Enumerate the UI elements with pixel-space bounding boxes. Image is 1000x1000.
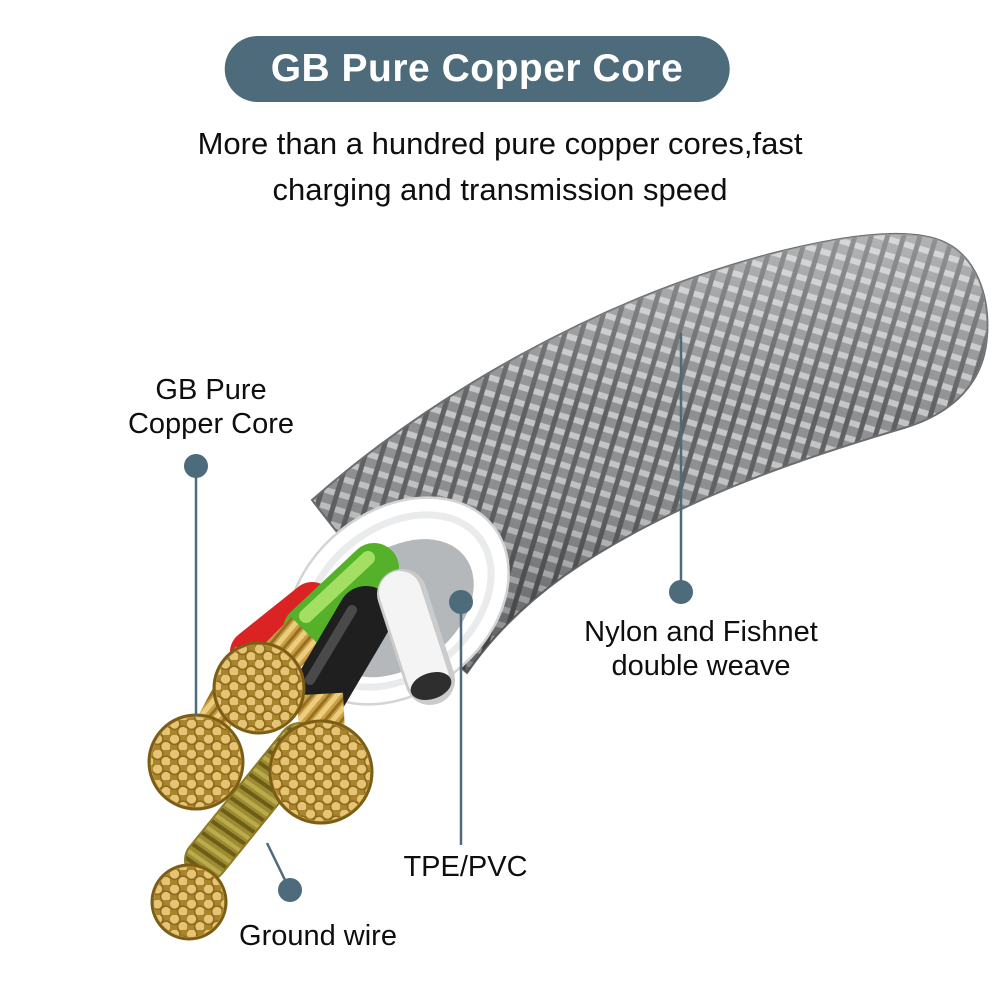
weave-label-line-2: double weave [611, 650, 791, 682]
green-wire [283, 543, 399, 655]
tpe-callout-dot [449, 590, 473, 614]
inner-wires [147, 543, 455, 941]
copper-bundle-green [212, 641, 306, 735]
green-wire-highlight [299, 551, 375, 623]
black-wire [292, 586, 394, 720]
subtitle-line-2: charging and transmission speed [272, 172, 728, 207]
copper-bundle-red [147, 713, 245, 811]
white-wire-end [410, 672, 452, 700]
ground-wire-label-text: Ground wire [239, 920, 397, 952]
banner-title: GB Pure Copper Core [270, 47, 684, 90]
subtitle: More than a hundred pure copper cores,fa… [0, 121, 1000, 213]
title-banner: GB Pure Copper Core [224, 36, 730, 102]
copper-core-label-line-2: Copper Core [127, 408, 295, 440]
weave-callout-dot [669, 580, 693, 604]
white-wire [379, 571, 449, 699]
ground-wire-label: Ground wire [213, 919, 423, 953]
black-wire-highlight [305, 605, 357, 685]
tpe-label: TPE/PVC [383, 850, 548, 884]
weave-label: Nylon and Fishnet double weave [553, 615, 849, 683]
copper-core-label-line-1: GB Pure [155, 374, 267, 406]
ground-callout-line [265, 842, 287, 881]
subtitle-line-1: More than a hundred pure copper cores,fa… [197, 126, 803, 161]
copper-core-label: GB Pure Copper Core [96, 373, 326, 441]
ground-callout-dot [278, 878, 302, 902]
tpe-label-text: TPE/PVC [403, 851, 528, 883]
copper-bundle-ground [150, 863, 228, 941]
copper-core-callout-dot [184, 454, 208, 478]
weave-label-line-1: Nylon and Fishnet [584, 616, 818, 648]
copper-bundle-black [268, 719, 374, 825]
callout-markers [184, 454, 693, 902]
